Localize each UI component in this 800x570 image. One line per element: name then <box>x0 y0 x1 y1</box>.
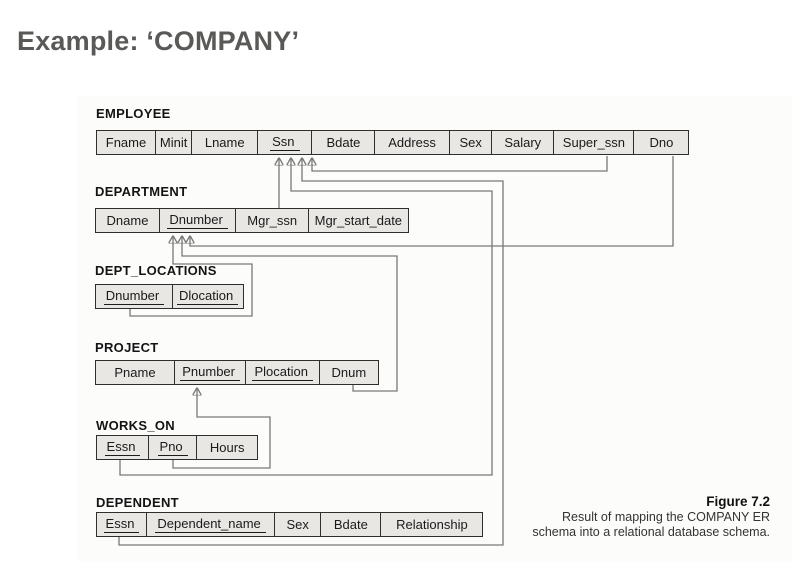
table-name-department: DEPARTMENT <box>95 184 188 199</box>
department-cell-dnumber: Dnumber <box>158 208 237 233</box>
employee-cell-dno: Dno <box>633 130 690 155</box>
table-employee: Fname Minit Lname Ssn Bdate Address Sex … <box>96 130 690 155</box>
employee-cell-bdate: Bdate <box>311 130 376 155</box>
department-cell-mgr-ssn: Mgr_ssn <box>235 208 310 233</box>
table-project: Pname Pnumber Plocation Dnum <box>95 360 379 385</box>
figure-caption: Figure 7.2 Result of mapping the COMPANY… <box>532 494 770 539</box>
employee-cell-lname: Lname <box>191 130 259 155</box>
works-on-cell-essn: Essn <box>96 435 149 460</box>
department-cell-dname: Dname <box>95 208 160 233</box>
table-works-on: Essn Pno Hours <box>96 435 259 460</box>
table-department: Dname Dnumber Mgr_ssn Mgr_start_date <box>95 208 409 233</box>
dependent-cell-bdate: Bdate <box>319 512 382 537</box>
table-name-employee: EMPLOYEE <box>96 106 171 121</box>
dependent-cell-relationship: Relationship <box>380 512 484 537</box>
table-name-dept-locations: DEPT_LOCATIONS <box>95 263 217 278</box>
employee-cell-minit: Minit <box>154 130 193 155</box>
figure-caption-line-1: Result of mapping the COMPANY ER <box>562 509 770 524</box>
table-dept-locations: Dnumber Dlocation <box>95 284 244 309</box>
works-on-cell-pno: Pno <box>147 435 198 460</box>
employee-cell-ssn: Ssn <box>256 130 313 155</box>
figure-caption-number: Figure 7.2 <box>706 494 770 509</box>
table-name-works-on: WORKS_ON <box>96 418 175 433</box>
employee-cell-address: Address <box>374 130 451 155</box>
employee-cell-fname: Fname <box>96 130 156 155</box>
table-name-project: PROJECT <box>95 340 159 355</box>
dependent-cell-dependent-name: Dependent_name <box>145 512 276 537</box>
dependent-cell-sex: Sex <box>274 512 322 537</box>
project-cell-plocation: Plocation <box>245 360 321 385</box>
project-cell-pnumber: Pnumber <box>173 360 247 385</box>
dept-locations-cell-dnumber: Dnumber <box>95 284 173 309</box>
project-cell-pname: Pname <box>95 360 175 385</box>
employee-cell-sex: Sex <box>448 130 493 155</box>
works-on-cell-hours: Hours <box>196 435 259 460</box>
employee-cell-super-ssn: Super_ssn <box>552 130 635 155</box>
table-dependent: Essn Dependent_name Sex Bdate Relationsh… <box>96 512 484 537</box>
employee-cell-salary: Salary <box>491 130 555 155</box>
dependent-cell-essn: Essn <box>96 512 147 537</box>
project-cell-dnum: Dnum <box>318 360 379 385</box>
figure-caption-line-2: schema into a relational database schema… <box>532 524 770 539</box>
dept-locations-cell-dlocation: Dlocation <box>171 284 244 309</box>
department-cell-mgr-start-date: Mgr_start_date <box>307 208 409 233</box>
table-name-dependent: DEPENDENT <box>96 495 179 510</box>
figure-background <box>78 96 792 562</box>
page-title: Example: ‘COMPANY’ <box>17 26 300 57</box>
